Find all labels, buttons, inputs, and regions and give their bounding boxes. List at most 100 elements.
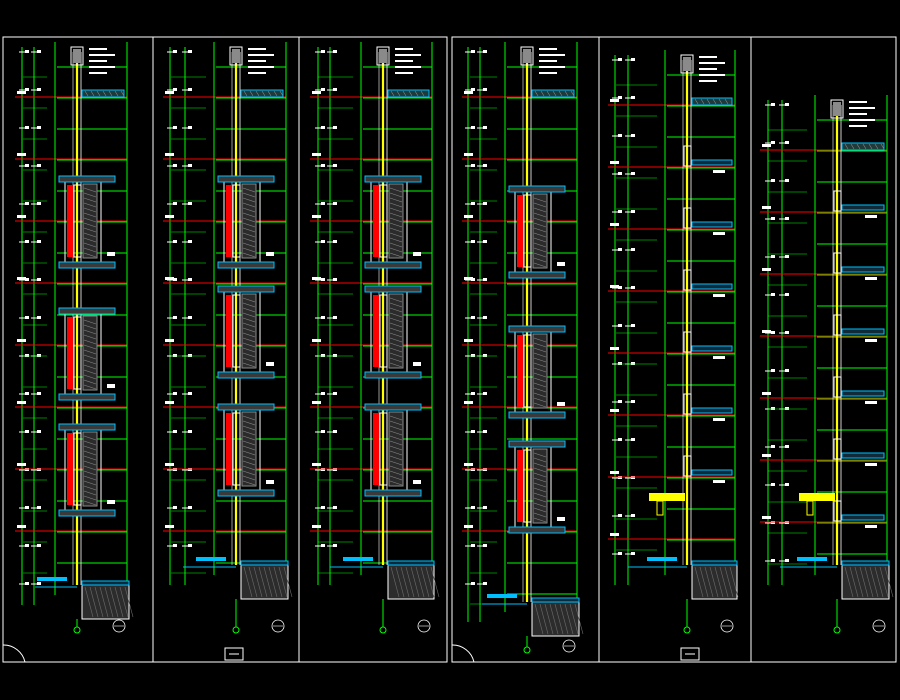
section-4-dim-label-block <box>471 240 475 243</box>
section-2-dim-label-block <box>173 278 177 281</box>
section-4-dim-label-block <box>471 582 475 585</box>
section-4-level-mark <box>464 153 473 156</box>
section-6-dim-label-block <box>785 369 789 372</box>
section-3-wall-hatch-stroke <box>389 352 403 358</box>
section-3-foundation-hatch <box>390 566 400 598</box>
section-4-dim-label-block <box>471 202 475 205</box>
section-4-wall-hatch-stroke <box>533 507 547 513</box>
section-4-dim-label-block <box>471 354 475 357</box>
section-5-dim-label-block <box>631 362 635 365</box>
section-5-dim-label-block <box>618 552 622 555</box>
section-1-storey-wall-hatch <box>82 431 98 507</box>
section-3-foundation-hatch <box>400 566 410 598</box>
section-2-roof-hatch <box>261 90 266 97</box>
section-3-wall-hatch-stroke <box>389 362 403 368</box>
section-2-dim-label-block <box>188 354 192 357</box>
section-1-dim-label-block <box>25 164 29 167</box>
section-3-wall-hatch-stroke <box>389 332 403 338</box>
section-2-wall-hatch-stroke <box>242 337 256 343</box>
section-2-grade-label <box>196 557 226 561</box>
section-2-level-mark <box>165 91 174 94</box>
section-3-dim-label-block <box>321 278 325 281</box>
section-3-wall-hatch-stroke <box>389 475 403 481</box>
section-2-dim-label-block <box>173 126 177 129</box>
section-5-dim-label-block <box>631 324 635 327</box>
section-1-roof-hatch <box>90 90 95 97</box>
section-6-dim-label-block <box>771 141 775 144</box>
section-1-floor-slab <box>58 423 116 431</box>
section-1-dim-label-block <box>25 88 29 91</box>
section-1-roof-hatch <box>96 90 101 97</box>
section-3-wall-hatch-stroke <box>389 197 403 203</box>
section-2-wall-hatch-stroke <box>242 202 256 208</box>
section-4-wall-hatch-stroke <box>533 232 547 238</box>
section-1-wall-hatch-stroke <box>83 485 97 491</box>
section-5-floor-slab <box>691 159 733 166</box>
section-6-level-mark <box>762 268 771 271</box>
section-1-dim-label-block <box>25 506 29 509</box>
section-3-foundation-hatch <box>430 566 440 598</box>
section-6-spec-label <box>865 339 877 342</box>
section-1-wall-hatch-stroke <box>83 465 97 471</box>
section-5-canopy-post <box>656 500 664 516</box>
section-1-dim-label-block <box>37 278 41 281</box>
section-6-roof-hatch <box>850 143 855 150</box>
section-3-dim-label-block <box>321 430 325 433</box>
section-1-foundation-hatch <box>94 586 104 618</box>
section-6-dim-label-block <box>771 179 775 182</box>
section-2-wall-hatch-stroke <box>242 197 256 203</box>
section-5-dim-label-block <box>618 286 622 289</box>
section-2-wall-hatch-stroke <box>242 302 256 308</box>
section-5-bracket <box>683 207 692 229</box>
section-2-dim-label-block <box>173 202 177 205</box>
section-2-wall-hatch-stroke <box>242 317 256 323</box>
section-5-roof-hatch <box>700 98 705 105</box>
section-6-level-mark <box>762 144 771 147</box>
section-4-wall-hatch-stroke <box>533 387 547 393</box>
section-3-dim-label-block <box>321 126 325 129</box>
section-5-dim-label-block <box>631 248 635 251</box>
section-4-level-mark <box>464 339 473 342</box>
section-5-dim-label-block <box>618 400 622 403</box>
section-5-spec-label <box>713 418 725 421</box>
section-3-dim-label-block <box>321 316 325 319</box>
section-3-wall-hatch-stroke <box>389 450 403 456</box>
section-3-floor-slab <box>364 175 422 183</box>
section-4-foundation-hatch <box>549 603 559 635</box>
section-3-roof-hatch <box>408 90 413 97</box>
section-1-dim-label-block <box>37 240 41 243</box>
section-2-dim-label-block <box>173 240 177 243</box>
section-3-wall-hatch-stroke <box>389 212 403 218</box>
section-3-dim-label-block <box>333 316 337 319</box>
section-3-foundation-hatch <box>420 566 430 598</box>
section-5-foundation-hatch <box>694 566 704 598</box>
section-2-storey-window-red <box>226 185 232 257</box>
section-4-parapet-fill <box>523 49 531 63</box>
section-3-annotation-line <box>395 54 421 56</box>
section-2-wall-hatch-stroke <box>242 192 256 198</box>
section-4-wall-hatch-stroke <box>533 362 547 368</box>
section-6-floor-slab <box>841 204 885 211</box>
section-3-storey-window-red <box>373 413 379 485</box>
section-2-dim-label-block <box>173 164 177 167</box>
section-3-foundation-hatch <box>425 566 435 598</box>
section-2-wall-hatch-stroke <box>242 327 256 333</box>
section-3-dim-label-block <box>333 430 337 433</box>
section-1-dim-label-block <box>25 544 29 547</box>
section-4-wall-hatch-stroke <box>533 217 547 223</box>
section-6-annotation-line <box>849 101 867 103</box>
section-2-wall-hatch-stroke <box>242 187 256 193</box>
section-1-wall-hatch-stroke <box>83 242 97 248</box>
section-6-annotation-line <box>849 107 875 109</box>
section-1-dim-label-block <box>25 126 29 129</box>
section-4-wall-hatch-stroke <box>533 342 547 348</box>
section-1-wall-hatch-stroke <box>83 450 97 456</box>
section-2-roof-slab <box>240 89 284 98</box>
section-4-dim-label-block <box>483 392 487 395</box>
section-4-floor-slab-lower <box>508 526 566 534</box>
section-1-storey-window-red <box>67 185 73 257</box>
section-3-spec-label <box>413 480 421 484</box>
section-3-wall-hatch-stroke <box>389 455 403 461</box>
